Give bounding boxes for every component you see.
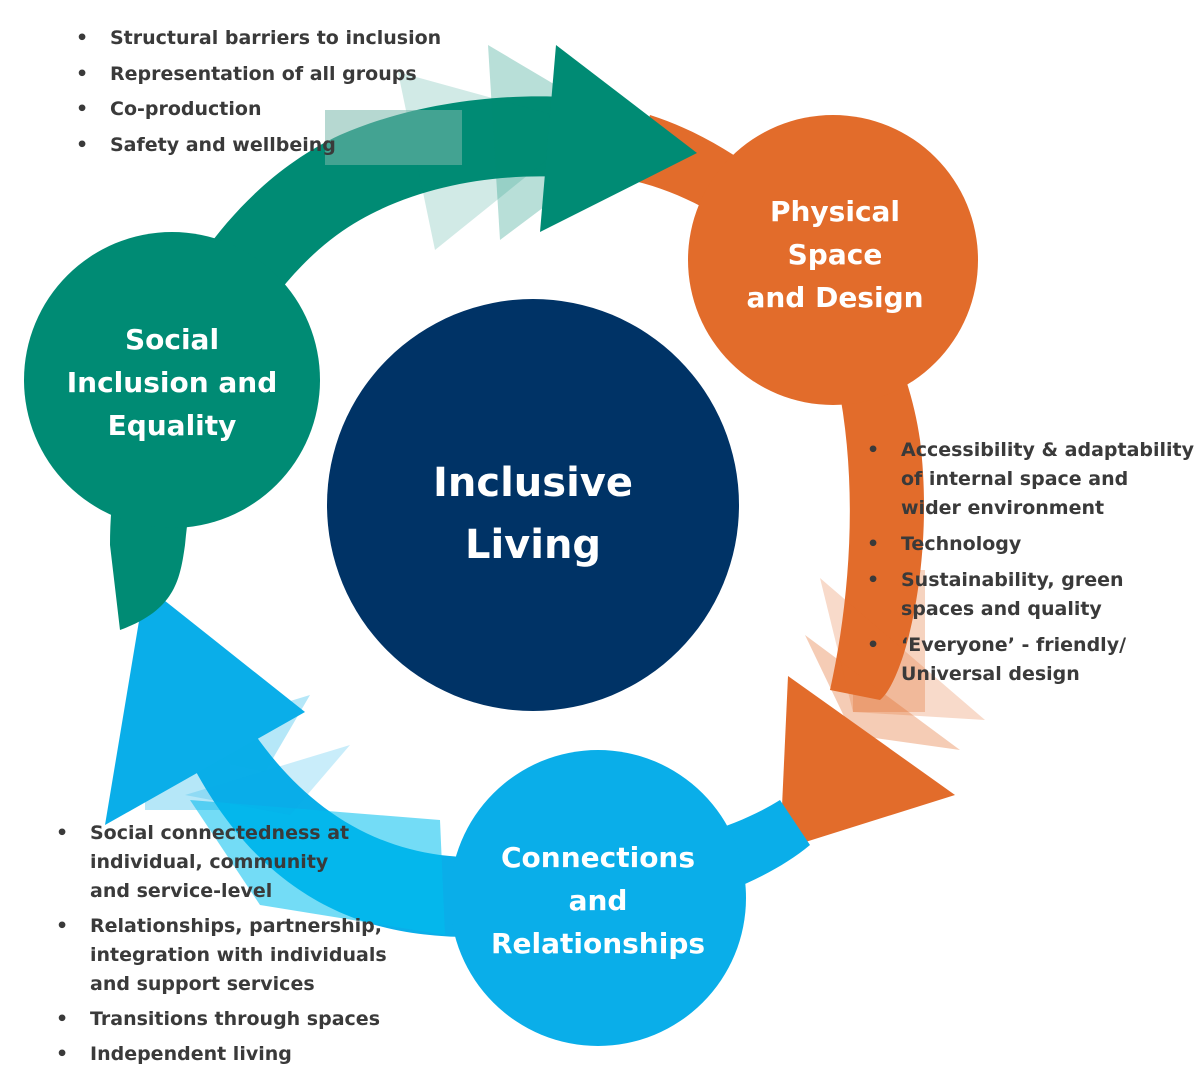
blue-ghost-chevron	[185, 745, 350, 815]
social-node-label-line: Social	[124, 323, 220, 356]
bullet-item: Relationships, partnership, integration …	[56, 912, 396, 999]
connections-node-label-line: and	[568, 884, 628, 917]
social-node-label: Social Inclusion and Equality	[42, 318, 302, 447]
connections-node-label-line: Connections	[500, 841, 696, 874]
bullet-item: Sustainability, green spaces and quality	[867, 566, 1197, 624]
physical-node-label: Physical Space and Design	[705, 190, 965, 319]
physical-space-circle	[688, 115, 978, 405]
physical-node-label-line: and Design	[746, 281, 924, 314]
social-bullet-list: Structural barriers to inclusion Represe…	[76, 21, 441, 163]
bullet-item: Safety and wellbeing	[76, 128, 441, 164]
social-inclusion-circle	[24, 232, 320, 528]
center-label: Inclusive Living	[383, 452, 683, 576]
social-node-label-line: Equality	[107, 409, 237, 442]
connections-circle	[450, 750, 746, 1046]
connections-node-label: Connections and Relationships	[458, 836, 738, 965]
orange-ghost-chevron	[805, 635, 960, 750]
teal-arrow-band	[110, 96, 600, 630]
bullet-item: ‘Everyone’ - friendly/ Universal design	[867, 631, 1197, 689]
bullet-item: Social connectedness at individual, comm…	[56, 819, 396, 906]
physical-node-label-line: Space	[787, 238, 883, 271]
bullet-item: Independent living	[56, 1040, 396, 1069]
orange-arrowhead	[780, 676, 955, 850]
bullet-item: Co-production	[76, 92, 441, 128]
bullet-item: Transitions through spaces	[56, 1005, 396, 1034]
center-label-line: Inclusive	[433, 460, 633, 506]
bullet-item: Representation of all groups	[76, 57, 441, 93]
social-node-label-line: Inclusion and	[66, 366, 278, 399]
teal-arrowhead	[540, 45, 697, 232]
physical-node-label-line: Physical	[769, 195, 901, 228]
blue-arrowhead	[105, 585, 305, 825]
inclusive-living-center-circle	[327, 299, 739, 711]
orange-arrow-band	[630, 115, 925, 700]
center-label-line: Living	[464, 522, 602, 568]
bullet-item: Technology	[867, 530, 1197, 559]
connections-bullet-list: Social connectedness at individual, comm…	[56, 819, 396, 1069]
connections-node-label-line: Relationships	[490, 927, 706, 960]
bullet-item: Structural barriers to inclusion	[76, 21, 441, 57]
bullet-item: Accessibility & adaptability of internal…	[867, 436, 1197, 523]
physical-bullet-list: Accessibility & adaptability of internal…	[867, 436, 1197, 689]
